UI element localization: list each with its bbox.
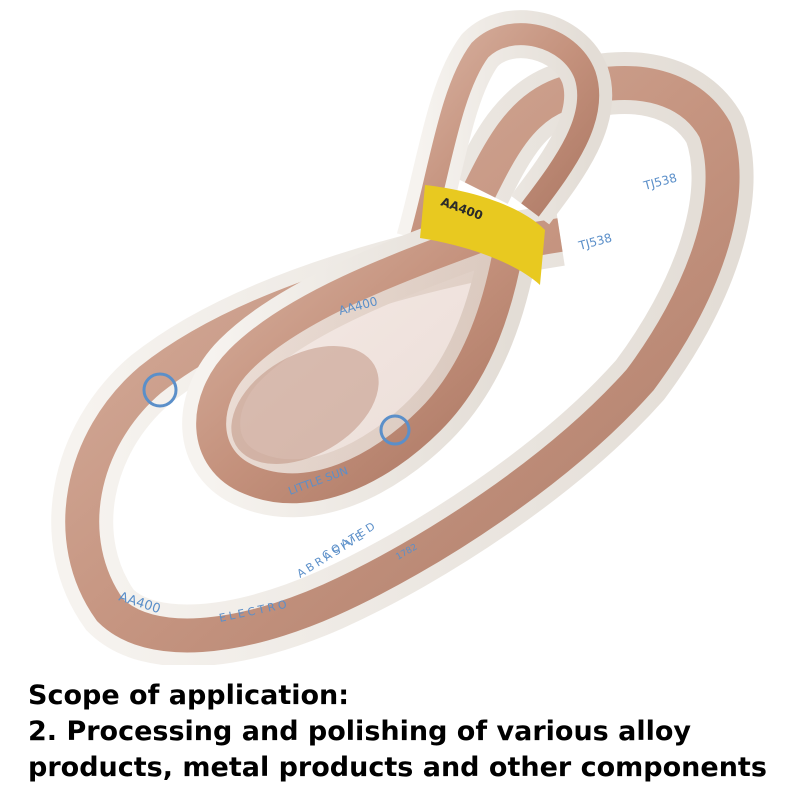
sun-logo-icon	[142, 372, 178, 408]
inner-belt-loop	[182, 202, 539, 518]
sun-logo-icon-2	[379, 414, 411, 446]
sanding-belts-photo: AA400 AA400 TJ538 TJ538 LITTLE SUN COATE…	[51, 10, 754, 665]
model-code-print-2: TJ538	[641, 171, 678, 194]
caption-line-3: products, metal products and other compo…	[28, 752, 767, 783]
caption-panel: Scope of application: 2. Processing and …	[0, 665, 800, 800]
yellow-binding-band: AA400	[420, 185, 545, 285]
upper-belt-loop	[396, 10, 613, 247]
model-code-print: TJ538	[576, 231, 613, 254]
caption-heading: Scope of application:	[28, 680, 350, 711]
outer-belt-loop	[51, 52, 754, 665]
caption-line-2: 2. Processing and polishing of various a…	[28, 716, 692, 747]
